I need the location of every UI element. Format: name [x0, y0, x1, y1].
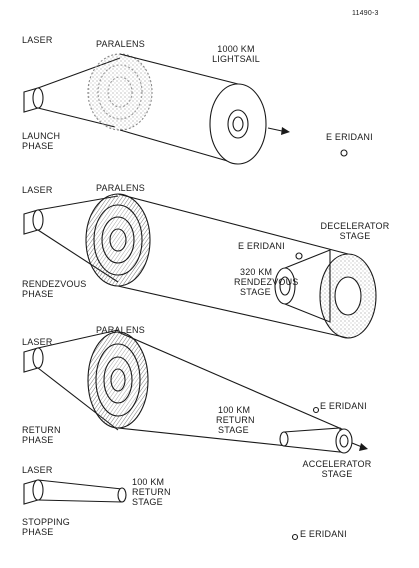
launch-laser-face — [32, 87, 44, 109]
rendezvous-star — [295, 252, 303, 260]
return-star — [312, 406, 320, 414]
launch-panel-drawing — [23, 53, 348, 165]
rendezvous-stage-label-1: 320 km — [240, 267, 273, 277]
stopping-star-label: ε ERIDANI — [300, 529, 347, 539]
launch-beam-bottom — [37, 107, 116, 128]
return-stage — [283, 427, 341, 453]
launch-beam-sail-top — [119, 53, 239, 85]
return-stage-label-3: STAGE — [218, 425, 249, 435]
rendezvous-star-label: ε ERIDANI — [238, 241, 285, 251]
rendezvous-laser-label: LASER — [22, 185, 53, 195]
launch-sail-name: LIGHTSAIL — [212, 54, 260, 64]
accelerator-label-1: ACCELERATOR — [302, 459, 372, 469]
rendezvous-phase-label-1: RENDEZVOUS — [22, 279, 87, 289]
rendezvous-panel-drawing — [23, 193, 377, 339]
launch-star-label: ε ERIDANI — [326, 132, 373, 142]
rendezvous-stage-label-2: RENDEZVOUS — [234, 277, 299, 287]
accelerator-label-2: STAGE — [321, 469, 353, 479]
accelerator-stage — [335, 428, 353, 454]
return-star-label: ε ERIDANI — [320, 401, 367, 411]
rendezvous-phase-label-2: PHASE — [22, 289, 54, 299]
launch-star — [340, 149, 348, 157]
figure-id: 11490-3 — [352, 10, 379, 17]
return-stage-label-1: 100 km — [218, 405, 251, 415]
launch-sail-size: 1000 km — [217, 44, 255, 54]
rendezvous-stage-label-3: STAGE — [240, 287, 271, 297]
return-laser-label: LASER — [22, 337, 53, 347]
stopping-laser-label: LASER — [22, 465, 53, 475]
stopping-phase-label-1: STOPPING — [22, 517, 70, 527]
launch-lightsail — [209, 83, 267, 165]
stopping-stage-label-3: STAGE — [132, 497, 163, 507]
return-paralens-label: PARALENS — [96, 325, 145, 335]
stopping-stage-label-1: 100 km — [132, 477, 165, 487]
decelerator-label-1: DECELERATOR — [320, 221, 390, 231]
decelerator-label-2: STAGE — [339, 231, 371, 241]
launch-phase-label-1: LAUNCH — [22, 131, 61, 141]
launch-paralens-label: PARALENS — [96, 39, 145, 49]
return-stage-label-2: RETURN — [216, 415, 255, 425]
return-panel-drawing — [23, 329, 368, 454]
launch-arrow — [267, 127, 283, 132]
return-phase-label-2: PHASE — [22, 435, 54, 445]
launch-phase-label-2: PHASE — [22, 141, 54, 151]
rendezvous-paralens-label: PARALENS — [96, 183, 145, 193]
stopping-phase-label-2: PHASE — [22, 527, 54, 537]
launch-laser-label: LASER — [22, 35, 53, 45]
return-phase-label-1: RETURN — [22, 425, 61, 435]
stopping-star — [291, 533, 299, 541]
stopping-stage-label-2: RETURN — [132, 487, 171, 497]
launch-beam-sail-bottom — [119, 129, 239, 165]
stopping-return-stage — [117, 487, 127, 503]
stopping-panel-drawing — [23, 479, 299, 541]
